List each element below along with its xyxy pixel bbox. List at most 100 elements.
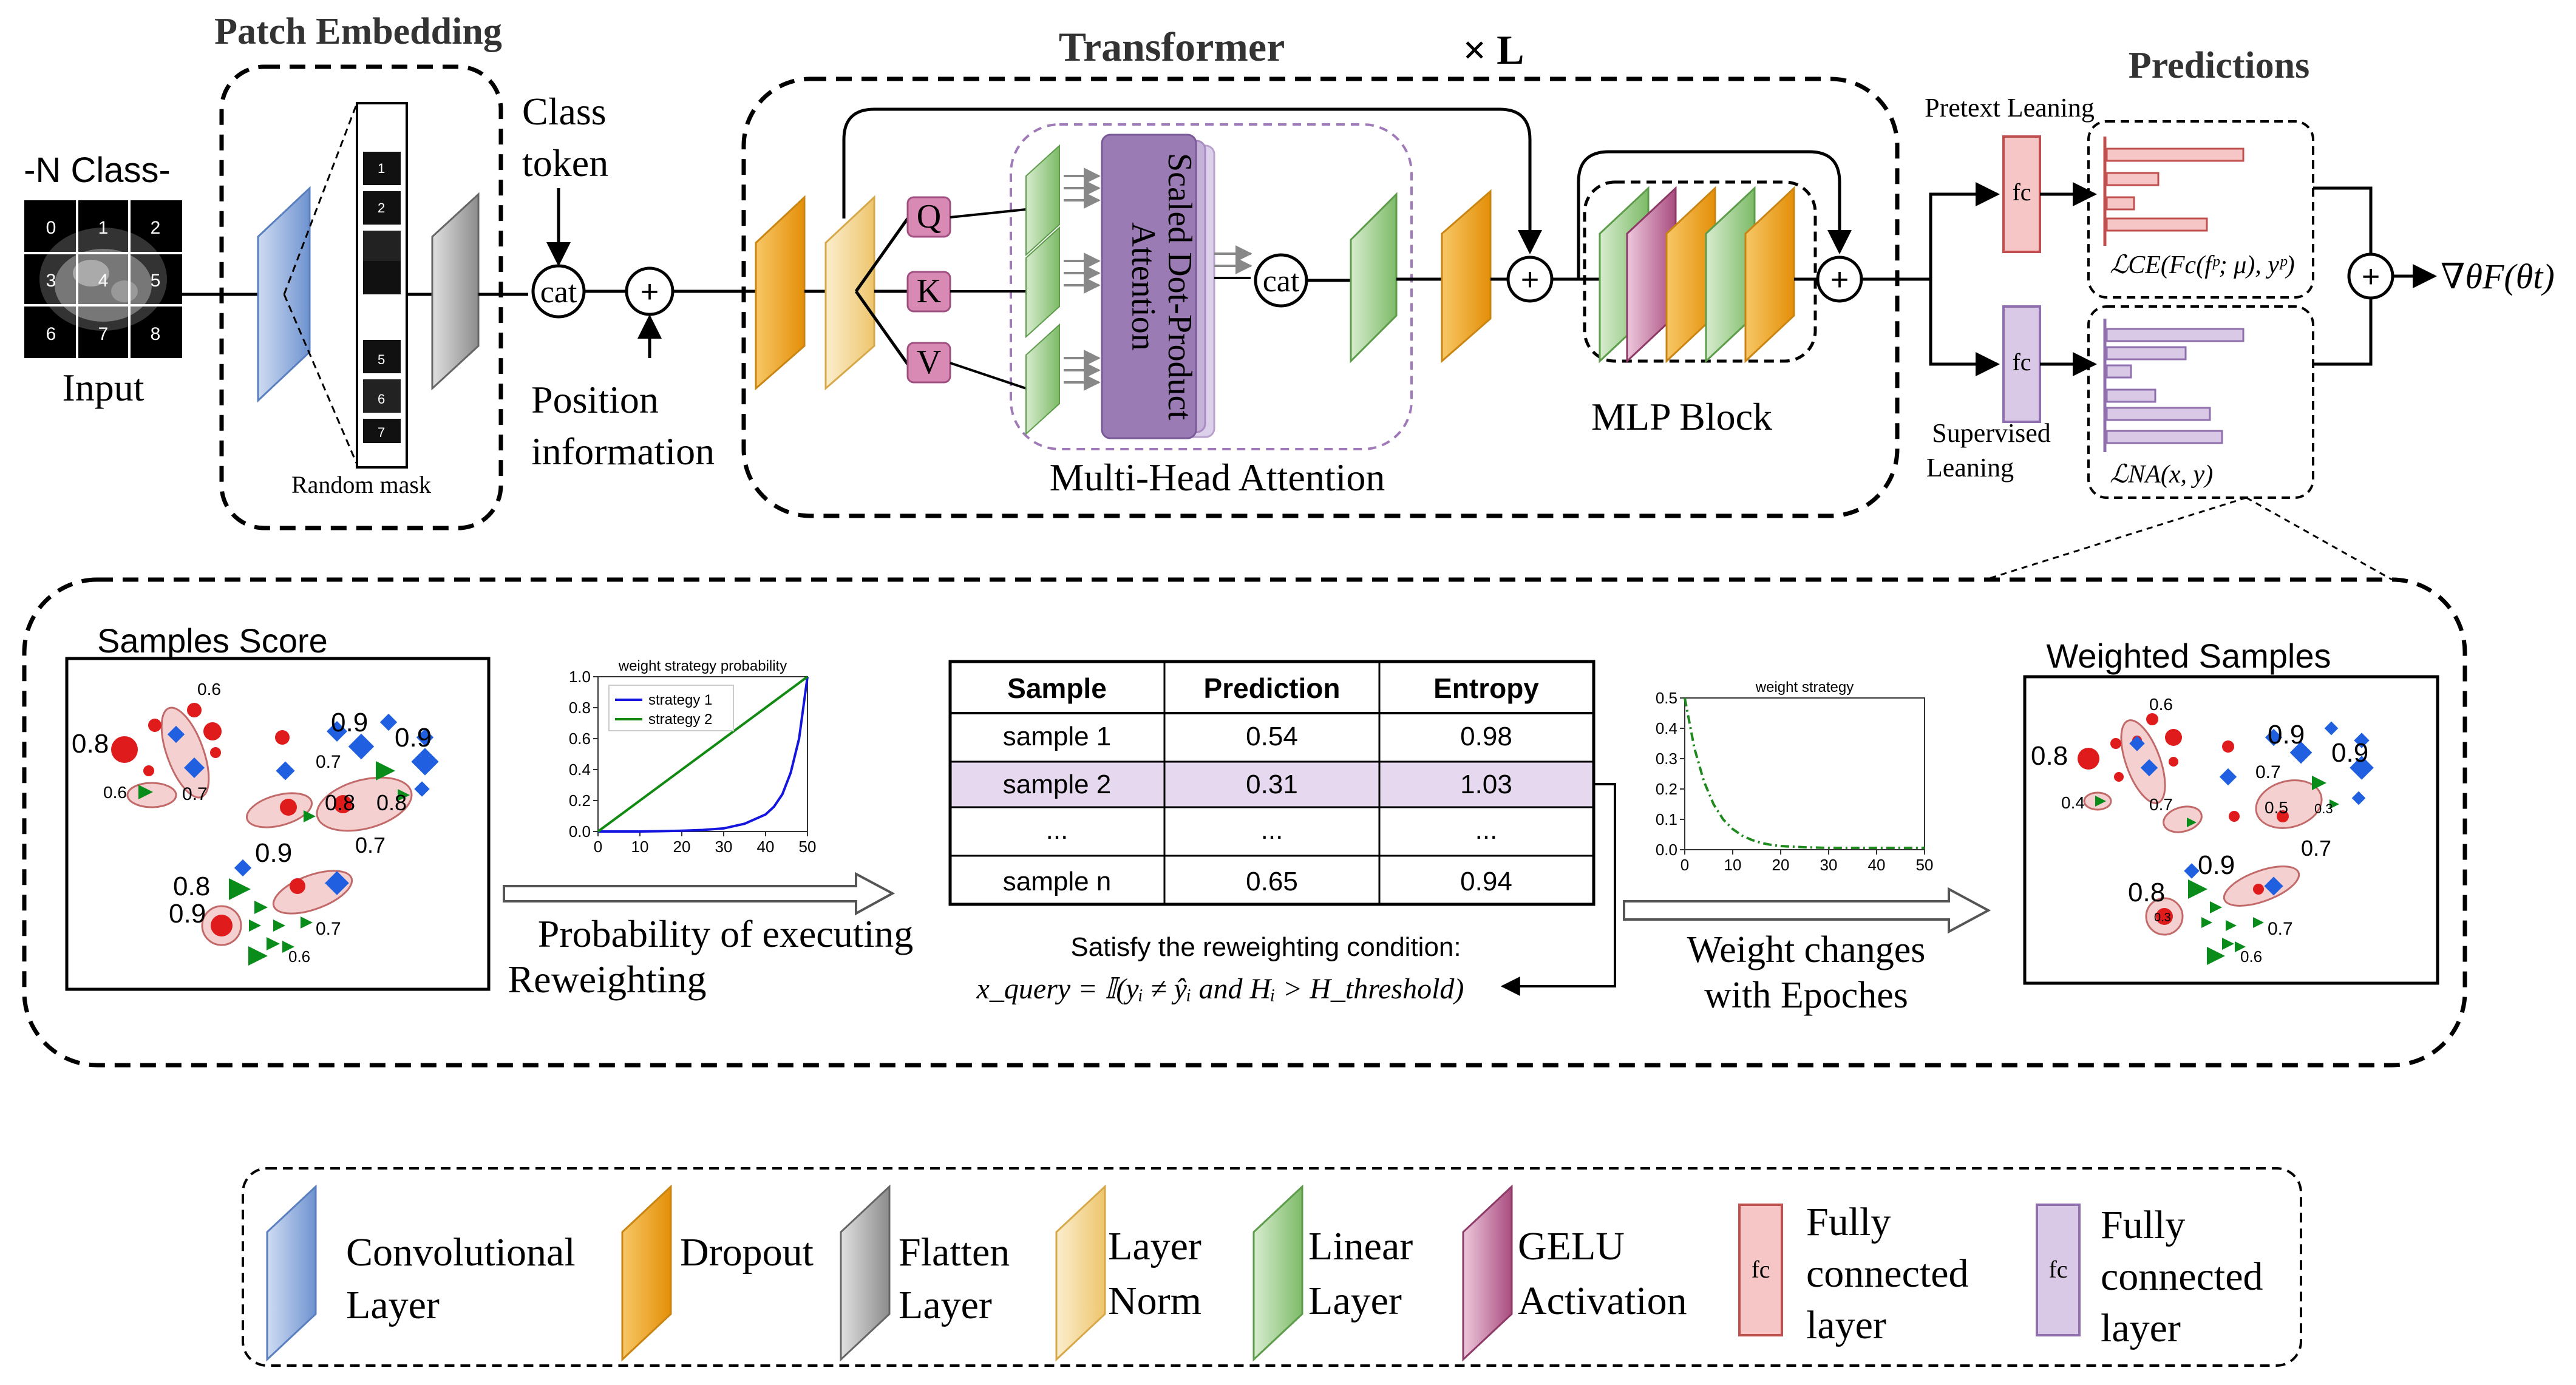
sample-score-label: 0.9 <box>331 708 368 737</box>
svg-text:cat: cat <box>540 275 577 310</box>
red-sample-dot <box>211 915 233 936</box>
sample-score-label: 0.7 <box>2255 762 2281 782</box>
svg-text:8: 8 <box>151 324 161 344</box>
y-tick-label: 0.1 <box>1656 810 1677 828</box>
red-sample-dot <box>111 736 138 763</box>
series-line <box>597 676 809 833</box>
x-tick-label: 40 <box>757 838 775 856</box>
sample-score-label: 0.7 <box>2149 795 2173 814</box>
legend-conv: Convolutional Layer <box>266 1184 576 1362</box>
svg-text:Attention: Attention <box>1124 222 1162 351</box>
input-image: 0 1 2 3 4 5 6 7 8 <box>24 200 182 358</box>
legend-box <box>242 1167 2302 1367</box>
patch-embedding-title: Patch Embedding <box>214 11 502 52</box>
scaled-dot-product-attention: Scaled Dot-Product Attention <box>1101 134 1215 439</box>
conv-layer-shape <box>257 186 311 403</box>
green-sample-triangle <box>2235 941 2246 952</box>
table-cell: 0.54 <box>1246 722 1298 751</box>
svg-text:+: + <box>1830 262 1849 297</box>
gradient-label: ∇θF(θt) <box>2441 257 2555 296</box>
sample-score-label: 0.6 <box>197 680 221 699</box>
mlp-dropout-2 <box>1744 186 1795 364</box>
y-tick-label: 0.2 <box>1656 780 1677 798</box>
svg-text:Flatten: Flatten <box>899 1230 1010 1275</box>
blue-sample-diamond <box>379 713 398 731</box>
chart-title: weight strategy <box>1755 679 1854 696</box>
sample-score-label: 0.7 <box>182 784 208 804</box>
green-sample-triangle <box>2207 947 2225 965</box>
pretext-label: Pretext Leaning <box>1925 93 2095 123</box>
table-cell: ... <box>1475 815 1498 845</box>
green-sample-triangle <box>2312 776 2326 790</box>
input-class-label: -N Class- <box>24 151 171 190</box>
svg-text:6: 6 <box>378 391 385 407</box>
fc-supervised <box>2002 305 2041 423</box>
reweighting-box <box>22 577 2467 1068</box>
svg-text:+: + <box>1521 262 1539 297</box>
v-block <box>906 342 951 384</box>
sample-score-label: 0.6 <box>288 947 310 966</box>
transformer-box <box>741 76 1900 518</box>
table-cell: sample n <box>1003 867 1112 896</box>
sample-score-label: 0.5 <box>2265 798 2288 817</box>
blue-sample-diamond <box>2264 876 2283 896</box>
blue-sample-diamond <box>2324 721 2339 736</box>
sample-score-label: 0.6 <box>2149 695 2173 714</box>
table-header: Prediction <box>1204 672 1341 704</box>
green-sample-triangle <box>2188 879 2207 899</box>
svg-text:fc: fc <box>2048 1256 2067 1283</box>
blue-sample-diamond <box>2219 768 2237 786</box>
blue-sample-diamond <box>2350 756 2374 780</box>
svg-text:Layer: Layer <box>346 1283 440 1327</box>
green-sample-triangle <box>2253 917 2264 928</box>
svg-text:1: 1 <box>378 161 385 176</box>
blue-sample-diamond <box>184 757 205 778</box>
svg-text:7: 7 <box>378 425 385 440</box>
y-tick-label: 0.0 <box>569 822 591 841</box>
blue-sample-diamond <box>2351 791 2366 805</box>
green-sample-triangle <box>2201 917 2212 928</box>
residual-arrow-2 <box>1577 150 1852 279</box>
green-sample-triangle <box>2222 938 2234 950</box>
y-tick-label: 0.4 <box>1656 719 1677 737</box>
condition-arrow <box>1500 783 1616 996</box>
sample-score-label: 0.6 <box>2240 947 2262 966</box>
weighted-samples-title: Weighted Samples <box>2047 637 2331 675</box>
sample-score-label: 0.4 <box>2061 793 2085 812</box>
table-cell: 0.94 <box>1460 867 1512 896</box>
red-sample-dot <box>210 747 221 758</box>
sample-score-label: 0.9 <box>395 723 432 753</box>
svg-text:+: + <box>641 274 659 310</box>
green-sample-triangle <box>2226 920 2237 931</box>
table-header: Entropy <box>1433 672 1539 704</box>
table-cell: ... <box>1261 815 1283 845</box>
svg-text:3: 3 <box>46 271 56 291</box>
svg-text:Q: Q <box>917 198 941 235</box>
table-cell: 0.31 <box>1246 770 1298 799</box>
table-cell: 0.65 <box>1246 867 1298 896</box>
sample-score-label: 0.8 <box>72 729 109 759</box>
red-sample-dot <box>2253 884 2264 895</box>
arrow-probability <box>503 872 895 916</box>
green-sample-triangle <box>2210 901 2222 913</box>
svg-text:GELU: GELU <box>1518 1224 1625 1268</box>
selection-ellipse <box>126 782 177 808</box>
linear-shape-out <box>1350 192 1398 364</box>
blue-sample-diamond <box>416 728 434 747</box>
y-tick-label: 0.2 <box>569 791 591 810</box>
svg-text:fc: fc <box>2012 178 2031 206</box>
position-label-1: Position <box>531 378 659 421</box>
position-label-2: information <box>531 430 715 473</box>
arrow-weight <box>1623 887 1991 934</box>
selection-ellipse <box>2163 805 2203 833</box>
svg-text:2: 2 <box>151 218 161 238</box>
blue-sample-diamond <box>2140 759 2158 777</box>
svg-text:Fully: Fully <box>2101 1203 2185 1247</box>
red-sample-dot <box>280 799 297 816</box>
red-sample-dot <box>290 878 305 894</box>
red-sample-dot <box>148 719 161 732</box>
svg-text:connected: connected <box>2101 1255 2263 1299</box>
supervised-label-2: Leaning <box>1926 453 2014 483</box>
